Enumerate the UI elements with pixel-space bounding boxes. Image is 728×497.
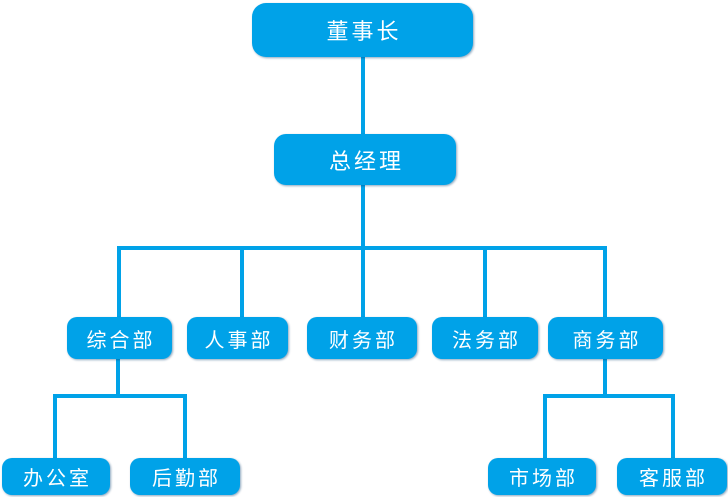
org-node-legal[interactable]: 法务部 — [432, 317, 538, 359]
org-node-label: 综合部 — [86, 327, 156, 352]
org-node-label: 市场部 — [509, 466, 578, 490]
org-node-label: 总经理 — [328, 149, 404, 175]
org-node-hr[interactable]: 人事部 — [187, 317, 288, 359]
org-node-general-affairs[interactable]: 综合部 — [67, 317, 172, 359]
connector-line — [603, 358, 607, 398]
connector-line — [361, 56, 365, 136]
org-node-marketing[interactable]: 市场部 — [488, 458, 596, 495]
connector-line — [543, 394, 547, 458]
org-node-label: 办公室 — [23, 466, 92, 490]
connector-line — [53, 394, 57, 458]
org-node-chairman[interactable]: 董事长 — [252, 3, 473, 57]
connector-line — [483, 246, 487, 318]
org-node-general-manager[interactable]: 总经理 — [274, 134, 456, 185]
org-node-label: 后勤部 — [152, 466, 221, 490]
connector-line — [361, 246, 365, 318]
org-node-label: 董事长 — [326, 20, 402, 45]
connector-line — [361, 184, 365, 250]
connector-line — [543, 394, 675, 398]
org-node-label: 客服部 — [639, 466, 708, 490]
connector-line — [116, 358, 120, 398]
org-node-label: 财务部 — [329, 327, 398, 352]
connector-line — [240, 246, 244, 318]
org-node-logistics[interactable]: 后勤部 — [130, 458, 240, 495]
connector-line — [671, 394, 675, 458]
connector-line — [53, 394, 187, 398]
connector-line — [183, 394, 187, 458]
org-node-label: 商务部 — [572, 327, 642, 352]
org-node-business[interactable]: 商务部 — [548, 317, 663, 359]
connector-line — [117, 246, 121, 318]
connector-line — [603, 246, 607, 318]
org-node-finance[interactable]: 财务部 — [307, 317, 417, 359]
org-node-label: 人事部 — [204, 327, 274, 352]
org-node-office[interactable]: 办公室 — [2, 458, 110, 495]
org-node-customer-service[interactable]: 客服部 — [617, 458, 727, 495]
org-node-label: 法务部 — [452, 327, 521, 352]
